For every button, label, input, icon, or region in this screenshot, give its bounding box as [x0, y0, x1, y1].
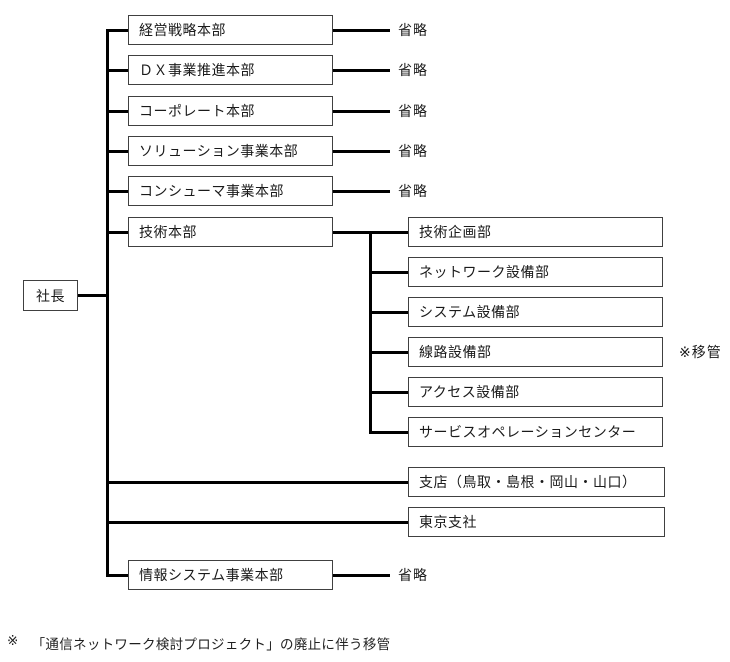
- node-access-facilities-dept: アクセス設備部: [408, 377, 663, 407]
- node-info-system-business-hq: 情報システム事業本部: [128, 560, 333, 590]
- node-consumer-business-hq: コンシューマ事業本部: [128, 176, 333, 206]
- node-corporate-strategy-hq: 経営戦略本部: [128, 15, 333, 45]
- node-label: 線路設備部: [419, 344, 492, 360]
- node-label: 支店（鳥取・島根・岡山・山口）: [419, 474, 637, 490]
- node-label: 社長: [36, 287, 65, 304]
- branch-line: [107, 230, 128, 234]
- omitted-label: 省略: [398, 143, 428, 159]
- node-label: 東京支社: [419, 514, 477, 530]
- footnote-marker: ※: [7, 633, 19, 648]
- omitted-label: 省略: [398, 62, 428, 78]
- transfer-note-label: ※移管: [679, 344, 722, 360]
- branch-line: [370, 310, 408, 314]
- node-label: コーポレート本部: [139, 103, 255, 119]
- omitted-line: [333, 68, 390, 72]
- node-solution-business-hq: ソリューション事業本部: [128, 136, 333, 166]
- connector-root-to-trunk: [78, 294, 107, 297]
- branch-line: [370, 430, 408, 434]
- node-tokyo-branch: 東京支社: [408, 507, 665, 537]
- omitted-label: 省略: [398, 567, 428, 583]
- branch-line: [107, 109, 128, 113]
- branch-line: [107, 573, 128, 577]
- node-label: ネットワーク設備部: [419, 264, 550, 280]
- omitted-line: [333, 109, 390, 113]
- branch-line: [107, 68, 128, 72]
- branch-line: [107, 28, 128, 32]
- node-system-facilities-dept: システム設備部: [408, 297, 663, 327]
- branch-line: [370, 390, 408, 394]
- branch-line-tokyo: [107, 520, 408, 524]
- node-corporate-hq: コーポレート本部: [128, 96, 333, 126]
- node-president: 社長: [23, 280, 78, 311]
- branch-line: [107, 149, 128, 153]
- footnote: ※ 「通信ネットワーク検討プロジェクト」の廃止に伴う移管: [7, 633, 390, 653]
- omitted-label: 省略: [398, 183, 428, 199]
- node-dx-business-hq: ＤＸ事業推進本部: [128, 55, 333, 85]
- omitted-line: [333, 573, 390, 577]
- node-label: 技術企画部: [419, 224, 492, 240]
- tech-trunk-line: [369, 230, 372, 434]
- node-label: 経営戦略本部: [139, 22, 226, 38]
- node-line-facilities-dept: 線路設備部: [408, 337, 663, 367]
- omitted-label: 省略: [398, 103, 428, 119]
- omitted-label: 省略: [398, 22, 428, 38]
- node-label: 情報システム事業本部: [139, 567, 284, 583]
- omitted-line: [333, 28, 390, 32]
- node-label: サービスオペレーションセンター: [419, 424, 637, 440]
- omitted-line: [333, 189, 390, 193]
- omitted-line: [333, 149, 390, 153]
- node-label: ＤＸ事業推進本部: [139, 62, 255, 78]
- node-service-operation-center: サービスオペレーションセンター: [408, 417, 663, 447]
- node-label: コンシューマ事業本部: [139, 183, 284, 199]
- branch-line: [370, 270, 408, 274]
- node-network-facilities-dept: ネットワーク設備部: [408, 257, 663, 287]
- node-label: アクセス設備部: [419, 384, 520, 400]
- node-label: システム設備部: [419, 304, 521, 320]
- footnote-text: 「通信ネットワーク検討プロジェクト」の廃止に伴う移管: [31, 637, 391, 652]
- branch-line: [107, 189, 128, 193]
- node-label: ソリューション事業本部: [139, 143, 299, 159]
- node-label: 技術本部: [139, 224, 197, 240]
- branch-line-shiten: [107, 480, 408, 484]
- node-tech-planning-dept: 技術企画部: [408, 217, 663, 247]
- node-branch-offices: 支店（鳥取・島根・岡山・山口）: [408, 467, 665, 497]
- branch-line: [370, 350, 408, 354]
- main-trunk-line: [106, 28, 109, 577]
- node-technology-hq: 技術本部: [128, 217, 333, 247]
